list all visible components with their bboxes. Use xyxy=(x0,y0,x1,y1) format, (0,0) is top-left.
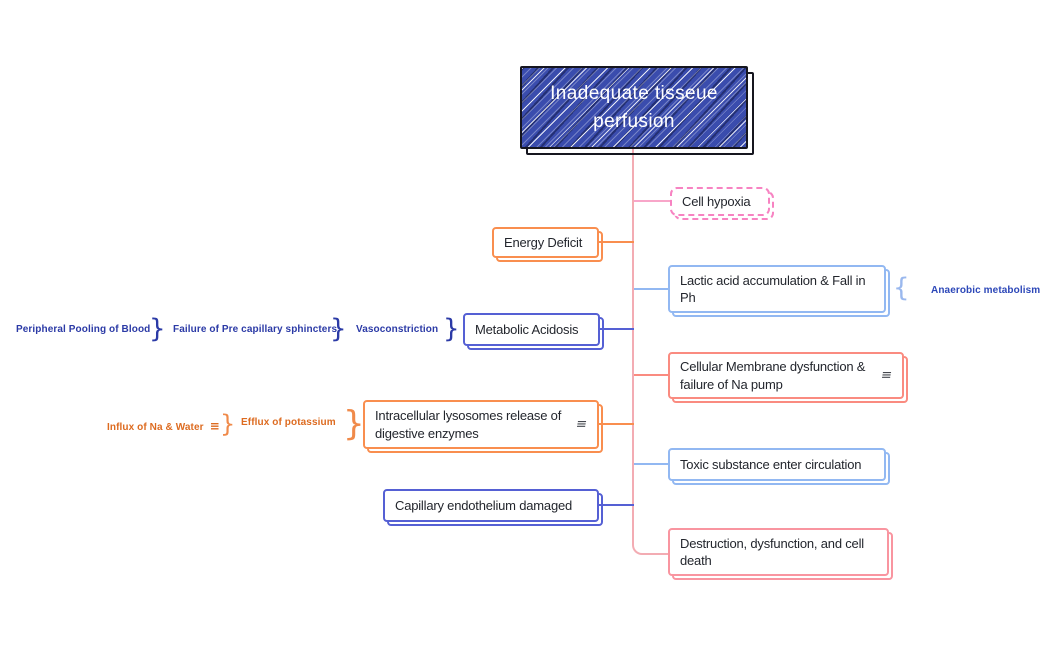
node-cellular-membrane[interactable]: Cellular Membrane dysfunction & failure … xyxy=(668,352,908,403)
node-intracellular-lysosomes[interactable]: Intracellular lysosomes release of diges… xyxy=(363,400,603,453)
connector-cellular-membrane xyxy=(634,374,668,376)
node-cell-hypoxia[interactable]: Cell hypoxia xyxy=(670,187,774,220)
node-lactic-acid[interactable]: Lactic acid accumulation & Fall in Ph xyxy=(668,265,890,317)
node-label: Capillary endothelium damaged xyxy=(395,497,573,513)
connector-intracellular xyxy=(599,423,634,425)
label-text: Influx of Na & Water xyxy=(107,422,204,433)
node-toxic-substance[interactable]: Toxic substance enter circulation xyxy=(668,448,890,485)
trunk-line xyxy=(632,148,634,540)
node-label: Lactic acid accumulation & Fall in Ph xyxy=(680,272,866,305)
brace-after-vasoconstriction[interactable]: } xyxy=(443,314,460,344)
brace-after-influx[interactable]: } xyxy=(220,410,236,438)
node-label: Metabolic Acidosis xyxy=(475,321,579,337)
brace-anaerobic[interactable]: { xyxy=(893,273,910,303)
node-label: Destruction, dysfunction, and cell death xyxy=(680,535,864,568)
label-peripheral-pooling[interactable]: Peripheral Pooling of Blood xyxy=(16,324,151,335)
notes-icon[interactable]: ≡ xyxy=(574,416,589,432)
node-root[interactable]: Inadequate tisseue perfusion xyxy=(520,66,754,155)
node-metabolic-acidosis[interactable]: Metabolic Acidosis xyxy=(463,313,604,350)
label-vasoconstriction[interactable]: Vasoconstriction xyxy=(356,324,439,335)
notes-icon[interactable]: ≡ xyxy=(209,419,220,433)
connector-lactic-acid xyxy=(634,288,668,290)
node-capillary-endothelium[interactable]: Capillary endothelium damaged xyxy=(383,489,603,526)
brace-after-efflux[interactable]: } xyxy=(343,404,365,444)
node-label: Cellular Membrane dysfunction & failure … xyxy=(680,359,866,392)
connector-toxic-substance xyxy=(634,463,668,465)
notes-icon[interactable]: ≡ xyxy=(879,367,894,383)
connector-capillary xyxy=(599,504,634,506)
trunk-corner-to-destruction xyxy=(632,540,671,555)
connector-metabolic-acidosis xyxy=(600,328,634,330)
node-label: Cell hypoxia xyxy=(682,193,751,209)
node-energy-deficit[interactable]: Energy Deficit xyxy=(492,227,603,262)
label-anaerobic-metabolism[interactable]: Anaerobic metabolism xyxy=(931,285,1041,296)
node-label: Toxic substance enter circulation xyxy=(680,456,862,472)
connector-cell-hypoxia xyxy=(634,200,670,202)
root-label: Inadequate tisseue perfusion xyxy=(550,82,718,132)
brace-after-peripheral[interactable]: } xyxy=(149,314,166,344)
brace-after-failure[interactable]: } xyxy=(330,314,347,344)
label-failure-sphincters[interactable]: Failure of Pre capillary sphincters xyxy=(173,324,338,335)
connector-energy-deficit xyxy=(599,241,634,243)
label-efflux-potassium[interactable]: Efflux of potassium xyxy=(241,417,336,428)
node-destruction[interactable]: Destruction, dysfunction, and cell death xyxy=(668,528,893,580)
node-label: Energy Deficit xyxy=(504,234,583,250)
node-label: Intracellular lysosomes release of diges… xyxy=(375,408,562,441)
label-influx-na-water[interactable]: Influx of Na & Water ≡ xyxy=(107,419,220,433)
